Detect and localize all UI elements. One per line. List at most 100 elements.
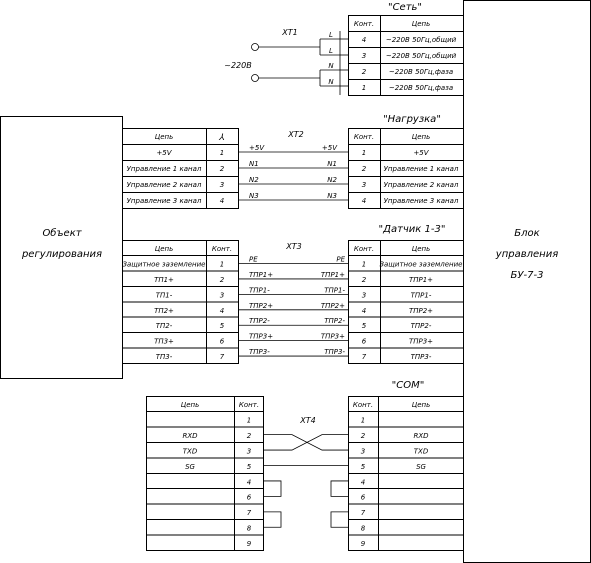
load-right-circuit: +5V: [413, 149, 429, 157]
sensor-left-pin: 3: [220, 291, 224, 299]
load-header-pin: Конт.: [354, 133, 374, 141]
sensor-wire-label-left: ТПР3+: [249, 333, 273, 341]
com-left-pin: 9: [247, 540, 252, 548]
mains-circuit: ~220В 50Гц,фаза: [389, 68, 453, 76]
sensor-wire-label-left: ТПР1-: [249, 286, 270, 294]
com-right-circuit: RXD: [413, 432, 429, 440]
com-right-pin: 1: [361, 417, 365, 425]
mains-wire-label: N: [328, 62, 334, 70]
com-header-pin-left: Конт.: [239, 401, 259, 409]
com-left-pin: 5: [247, 463, 252, 471]
sensor-left-pin: 2: [220, 276, 225, 284]
sensor-wire-label-right: ТПР3-: [324, 348, 345, 356]
com-left-pin: 2: [247, 432, 252, 440]
sensor-left-circuit: ТП3-: [156, 353, 173, 361]
com-left-circuit: SG: [185, 463, 195, 471]
sensor-wire-label-right: ТПР1+: [321, 271, 345, 279]
sensor-right-pin: 4: [362, 307, 366, 315]
sensor-wire-label-left: ТПР1+: [249, 271, 273, 279]
sensor-wire-label-left: ТПР2-: [249, 317, 270, 325]
sensor-right-circuit: ТПР1+: [409, 276, 433, 284]
load-left-pin: 3: [220, 181, 224, 189]
load-left-pin: 4: [220, 197, 224, 205]
com-left-pin: 4: [247, 478, 251, 486]
com-header-circuit-right: Цепь: [412, 401, 430, 409]
sensor-left-pin: 1: [220, 261, 224, 269]
com-left-pin: 1: [247, 417, 251, 425]
mains-pin: 3: [362, 52, 366, 60]
sensor-right-pin: 2: [362, 276, 367, 284]
sensor-wire-label-left: ТПР3-: [249, 348, 270, 356]
sensor-header-pin-left: Конт.: [212, 245, 232, 253]
control-unit-box: [463, 0, 591, 563]
mains-wire-label: N: [328, 78, 334, 86]
load-wire-label-left: N3: [249, 192, 259, 200]
load-left-pin: 2: [220, 165, 225, 173]
mains-circuit: ~220В 50Гц,общий: [386, 36, 457, 44]
load-wire-label-left: +5V: [249, 144, 265, 152]
com-left-pin: 7: [247, 509, 252, 517]
sensor-right-circuit: ТПР1-: [411, 291, 432, 299]
load-right-pin: 1: [362, 149, 366, 157]
com-right-pin: 5: [361, 463, 366, 471]
load-right-circuit: Управление 2 канал: [384, 181, 459, 189]
load-wire-label-right: N2: [327, 176, 337, 184]
com-left-pin: 3: [247, 447, 251, 455]
xt2-label: XT2: [287, 130, 303, 139]
sensor-wire-label-right: ТПР2-: [324, 317, 345, 325]
sensor-left-circuit: ТП3+: [154, 338, 174, 346]
sensor-left-circuit: ТП1+: [154, 276, 174, 284]
com-loop-left-7-8: [263, 511, 282, 528]
load-header-circuit: Цепь: [412, 133, 430, 141]
com-right-circuit: TXD: [414, 447, 429, 455]
sensor-wire-label-left: ТПР2+: [249, 302, 273, 310]
sensor-header-circuit-left: Цепь: [155, 245, 173, 253]
xt4-wiring: [263, 434, 348, 528]
com-right-pin: 8: [361, 525, 366, 533]
mains-header-circuit: Цепь: [412, 20, 430, 28]
com-loop-right-7-8: [330, 511, 348, 528]
com-right-pin: 4: [361, 478, 365, 486]
sensor-wire-label-right: ТПР2+: [321, 302, 345, 310]
load-left-circuit: Управление 2 канал: [127, 181, 202, 189]
mains-wire-label: L: [329, 31, 333, 39]
load-right-table: [348, 128, 464, 209]
com-loop-left-4-6: [263, 480, 282, 497]
com-right-pin: 7: [361, 509, 366, 517]
xt4-label: XT4: [299, 416, 315, 425]
xt1-wiring: [251, 31, 348, 95]
sensor-header-pin-right: Конт.: [354, 245, 374, 253]
com-right-circuit: SG: [416, 463, 426, 471]
mains-wire-label: L: [329, 47, 333, 55]
sensor-left-pin: 6: [220, 338, 225, 346]
sensor-left-pin: 4: [220, 307, 224, 315]
sensor-left-circuit: ТП2+: [154, 307, 174, 315]
sensor-right-pin: 6: [362, 338, 367, 346]
sensor-right-circuit: ТПР2+: [409, 307, 433, 315]
com-title: "СОМ": [392, 380, 425, 391]
com-right-pin: 9: [361, 540, 366, 548]
load-right-pin: 4: [362, 197, 366, 205]
mains-pin: 2: [362, 68, 367, 76]
load-wire-label-left: N1: [249, 160, 259, 168]
sensor-right-pin: 1: [362, 261, 366, 269]
sensor-wire-label-left: PE: [249, 256, 258, 264]
mains-pin: 1: [362, 84, 366, 92]
load-right-pin: 2: [362, 165, 367, 173]
mains-header-pin: Конт.: [354, 20, 374, 28]
mains-table: [348, 15, 464, 96]
load-left-circuit: Управление 1 канал: [127, 165, 202, 173]
xt3-label: XT3: [285, 242, 301, 251]
com-wire-txd-rxd: [263, 434, 348, 451]
load-right-pin: 3: [362, 181, 366, 189]
sensor-wire-label-right: PE: [336, 256, 345, 264]
sensor-left-circuit: Защитное заземление: [123, 261, 206, 269]
com-header-pin-right: Конт.: [353, 401, 373, 409]
voltage-label: ~220В: [224, 61, 251, 70]
load-right-circuit: Управление 3 канал: [384, 197, 459, 205]
com-loop-right-4-6: [330, 480, 348, 497]
com-header-circuit-left: Цепь: [181, 401, 199, 409]
sensor-right-pin: 5: [362, 322, 367, 330]
com-left-pin: 6: [247, 494, 252, 502]
